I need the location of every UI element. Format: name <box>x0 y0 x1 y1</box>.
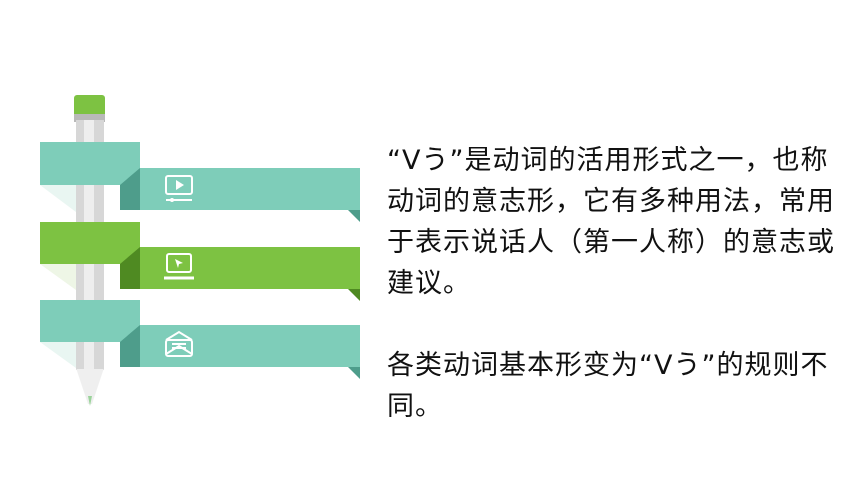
paragraph-vou-definition: “Vう”是动词的活用形式之一，也称动词的意志形，它有多种用法，常用于表示说话人（… <box>387 145 835 299</box>
computer-screen-icon <box>164 253 194 280</box>
ribbon-3 <box>40 300 360 379</box>
play-video-icon <box>165 175 193 202</box>
ribbon-1 <box>40 142 360 222</box>
pencil-lead <box>88 396 92 406</box>
pencil-eraser <box>74 95 105 117</box>
description-text-block: “Vう”是动词的活用形式之一，也称动词的意志形，它有多种用法，常用于表示说话人（… <box>387 140 837 427</box>
ribbon-2 <box>40 222 360 301</box>
paragraph-conjugation-rule: 各类动词基本形变为“Vう”的规则不同。 <box>387 350 829 422</box>
mail-open-icon <box>165 330 193 357</box>
pencil-ferrule <box>74 114 105 122</box>
pencil-tip <box>76 368 104 404</box>
